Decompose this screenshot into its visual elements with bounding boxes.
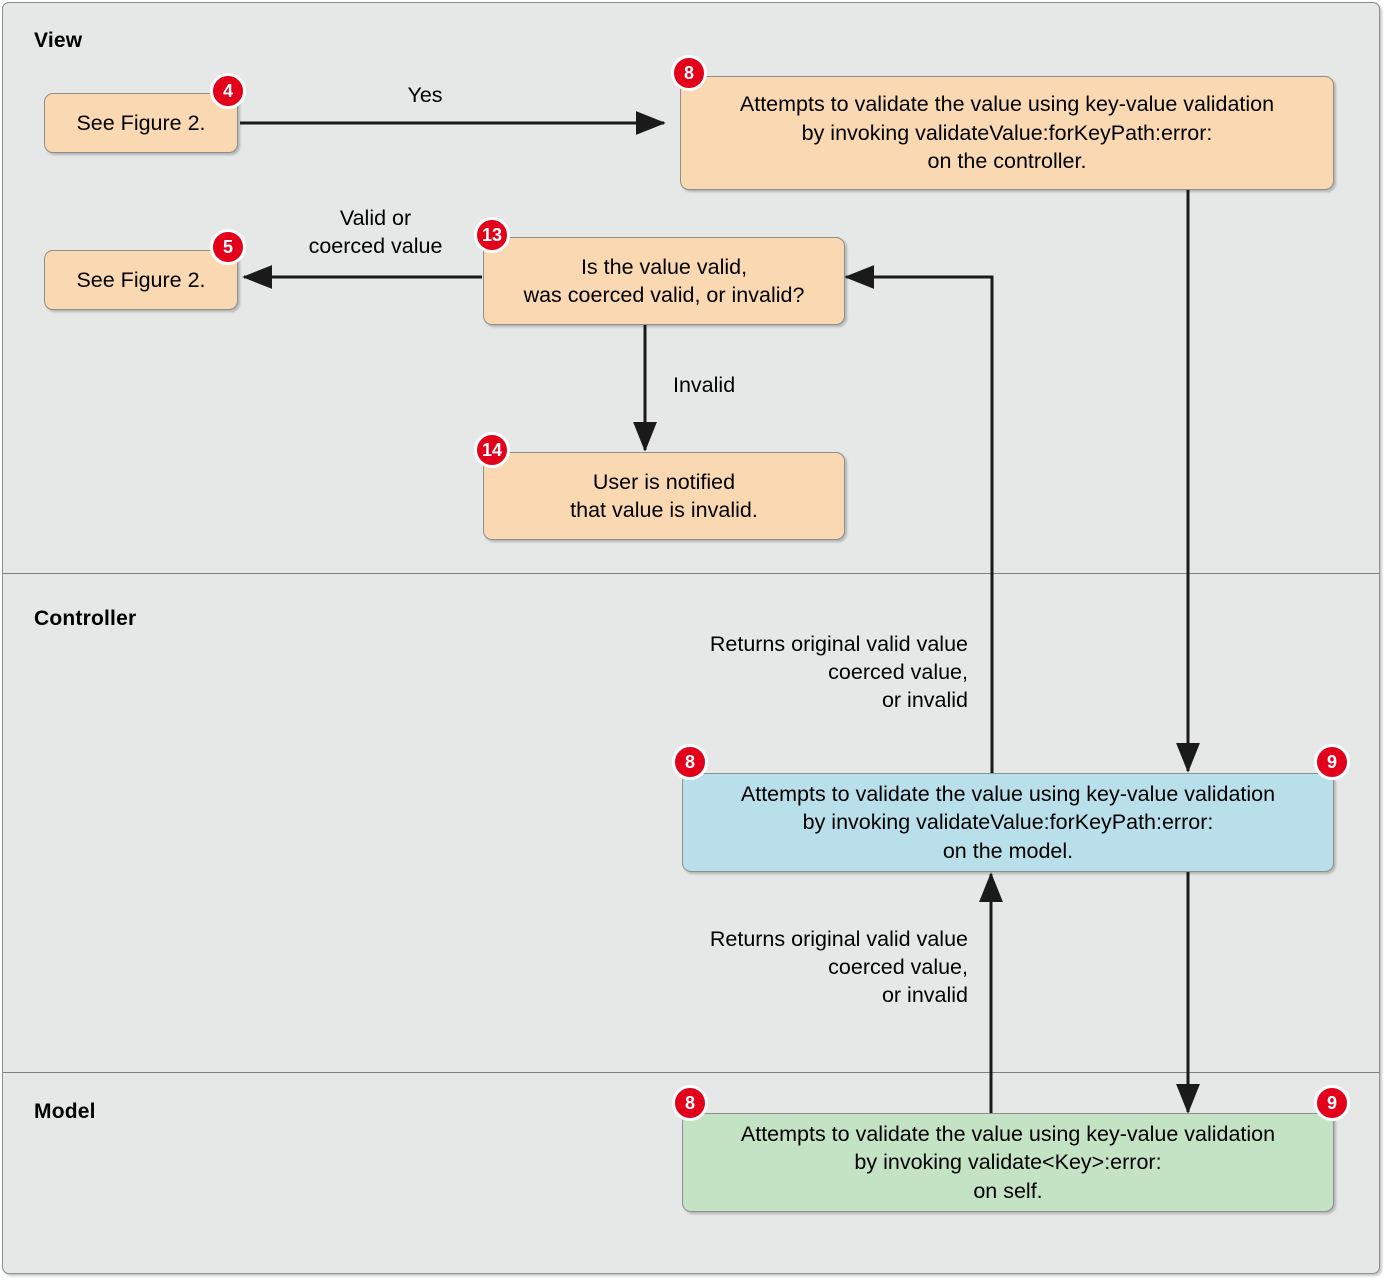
band-label-model: Model <box>34 1100 96 1123</box>
badge-step-8-controller: 8 <box>672 744 708 780</box>
node-controller-validate-label: Attempts to validate the value using key… <box>740 781 1276 863</box>
node-user-notified-label: User is notified that value is invalid. <box>570 469 758 522</box>
badge-step-4: 4 <box>210 73 246 109</box>
edge-label-yes: Yes <box>407 83 443 107</box>
node-decision-valid[interactable]: Is the value valid, was coerced valid, o… <box>483 237 845 325</box>
node-controller-validate[interactable]: Attempts to validate the value using key… <box>682 773 1334 872</box>
badge-step-8-model: 8 <box>672 1085 708 1121</box>
edge-label-returns-to-controller: Returns original valid value coerced val… <box>709 927 968 1007</box>
node-user-notified[interactable]: User is notified that value is invalid. <box>483 452 845 540</box>
badge-step-8-view: 8 <box>671 55 707 91</box>
badge-step-5: 5 <box>210 229 246 265</box>
node-see-figure-bottom[interactable]: See Figure 2. <box>44 250 238 310</box>
badge-step-9-model: 9 <box>1314 1085 1350 1121</box>
node-view-validate[interactable]: Attempts to validate the value using key… <box>680 76 1334 190</box>
badge-step-9-controller: 9 <box>1314 744 1350 780</box>
edge-label-valid-or-coerced: Valid or coerced value <box>308 206 443 258</box>
band-label-view: View <box>34 29 83 52</box>
node-model-validate[interactable]: Attempts to validate the value using key… <box>682 1113 1334 1212</box>
node-decision-valid-label: Is the value valid, was coerced valid, o… <box>523 254 805 307</box>
node-model-validate-label: Attempts to validate the value using key… <box>740 1121 1276 1203</box>
node-see-figure-bottom-label: See Figure 2. <box>76 267 206 292</box>
edge-label-invalid: Invalid <box>673 373 736 397</box>
band-label-controller: Controller <box>34 607 137 630</box>
edge-label-returns-to-view: Returns original valid value coerced val… <box>709 632 968 712</box>
node-see-figure-top[interactable]: See Figure 2. <box>44 93 238 153</box>
node-view-validate-label: Attempts to validate the value using key… <box>739 92 1275 174</box>
band-divider-controller-model <box>3 1072 1379 1073</box>
badge-step-13: 13 <box>474 217 510 253</box>
node-see-figure-top-label: See Figure 2. <box>76 110 206 135</box>
badge-step-14: 14 <box>474 432 510 468</box>
band-divider-view-controller <box>3 573 1379 574</box>
